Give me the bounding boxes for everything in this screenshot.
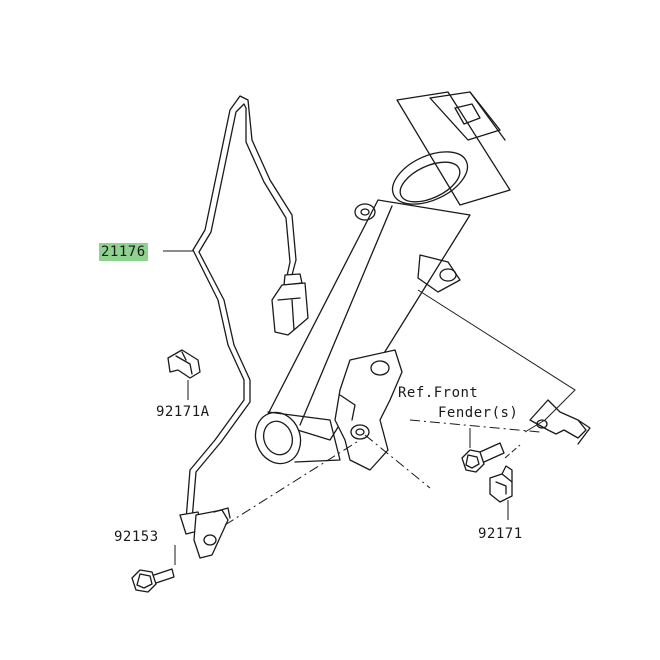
clamp-92171a	[167, 349, 201, 379]
caliper-bracket	[334, 349, 403, 471]
fork-slider	[264, 199, 471, 441]
bolt-right	[461, 442, 505, 473]
leader-lines	[163, 250, 576, 565]
label-ref-fender: Fender(s)	[438, 405, 519, 421]
label-21176: 21176	[99, 243, 148, 261]
label-ref-front: Ref.Front	[398, 385, 479, 401]
sensor-head	[179, 507, 231, 559]
fork-tube	[391, 91, 511, 206]
label-92171a: 92171A	[156, 404, 210, 420]
clamp-92171	[489, 465, 513, 503]
sensor-cable	[185, 95, 309, 521]
fender-bracket	[529, 399, 591, 445]
bolt-92153	[131, 568, 175, 593]
axle-boss	[254, 411, 341, 465]
label-92171: 92171	[478, 526, 523, 542]
label-92153: 92153	[114, 529, 159, 545]
